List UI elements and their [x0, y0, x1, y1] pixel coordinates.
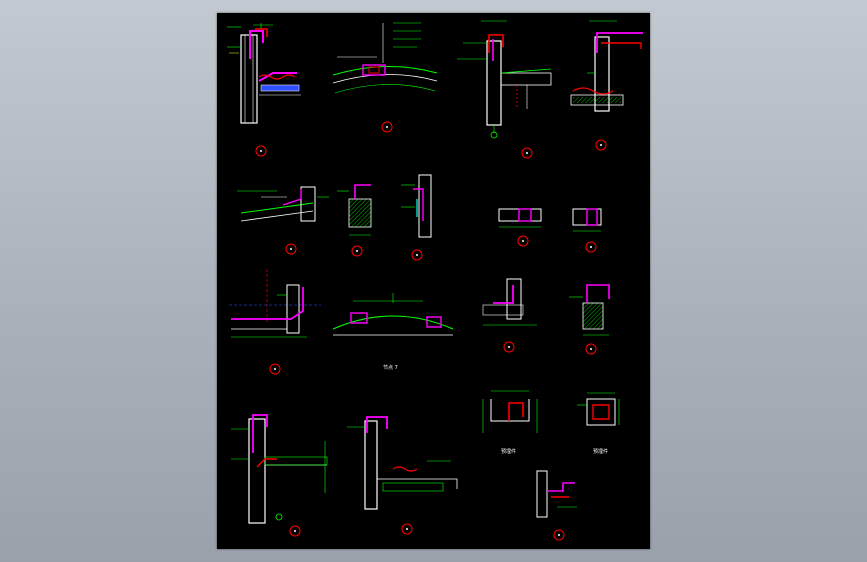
detail-14-tall-wall	[231, 414, 328, 537]
detail-6-hatched-block	[337, 184, 372, 257]
detail-caption-a: 预埋件	[501, 448, 516, 455]
detail-8-small-beam	[498, 208, 542, 247]
detail-7-wall-joint	[401, 174, 432, 261]
detail-caption-b: 预埋件	[593, 448, 608, 455]
detail-3-column-beam	[457, 20, 552, 159]
detail-10-corner-slab	[229, 269, 321, 375]
detail-4-eave	[570, 20, 643, 151]
drawing-sheet: 节点 7	[217, 13, 650, 549]
detail-16-embedded-part-a: 预埋件	[482, 390, 538, 455]
section-caption: 节点 7	[383, 365, 398, 371]
detail-11-curved-slab: 节点 7	[332, 293, 454, 371]
detail-17-embedded-part-b: 预埋件	[577, 392, 620, 455]
detail-12-column-corbel	[482, 278, 537, 353]
detail-13-hatched-wall	[569, 284, 610, 355]
detail-2-curved-roof	[332, 22, 438, 133]
detail-5-slope-roof	[237, 186, 329, 255]
drawing-svg: 节点 7	[227, 20, 643, 541]
detail-18-small-joint	[536, 470, 577, 541]
detail-15-parapet-slab	[347, 416, 458, 535]
detail-1-parapet-wall	[227, 23, 301, 157]
detail-9-small-section	[572, 208, 602, 253]
